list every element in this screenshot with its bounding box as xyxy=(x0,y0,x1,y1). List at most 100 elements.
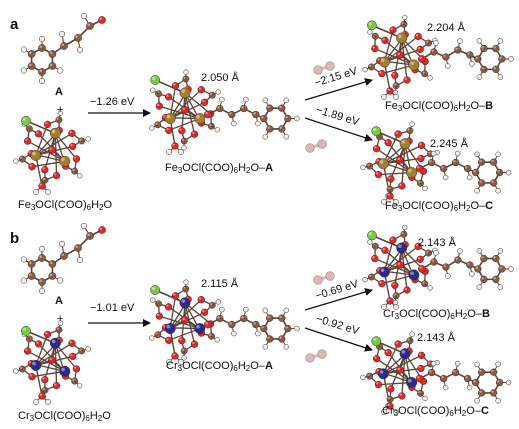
hydrogen-atom xyxy=(454,150,461,157)
plus-sign-b: + xyxy=(57,313,64,325)
hydrogen-atom xyxy=(495,397,501,404)
atom-highlight xyxy=(467,175,470,178)
hydrogen-atom xyxy=(20,256,27,263)
h2-atom xyxy=(317,139,327,149)
atom-highlight xyxy=(417,166,420,169)
metal-atom xyxy=(179,87,191,99)
hydrogen-atom xyxy=(442,174,449,181)
atom-highlight xyxy=(397,52,400,56)
hydrogen-atom xyxy=(45,189,51,195)
oxygen-atom xyxy=(396,156,404,164)
hydrogen-atom xyxy=(85,136,91,142)
atom-highlight xyxy=(166,304,169,307)
bond xyxy=(26,350,66,372)
atom-highlight xyxy=(192,341,195,345)
atom-highlight xyxy=(429,370,432,373)
atom-highlight xyxy=(387,298,390,301)
atom-highlight xyxy=(481,276,484,280)
oxygen-atom xyxy=(389,26,397,34)
carbon-atom xyxy=(228,110,236,119)
oxygen-atom xyxy=(417,141,426,150)
hydrogen-atom xyxy=(20,67,27,74)
atom-highlight xyxy=(216,300,219,302)
atom-highlight xyxy=(415,34,419,37)
oxygen-atom xyxy=(386,297,394,305)
atom-highlight xyxy=(407,378,412,383)
oxygen-atom xyxy=(415,374,424,383)
atom-highlight xyxy=(20,366,23,370)
h2-atom xyxy=(305,353,315,363)
atom-highlight xyxy=(374,146,377,149)
atom-highlight xyxy=(475,398,478,401)
bond xyxy=(401,37,408,81)
atom-highlight xyxy=(434,251,436,253)
atom-highlight xyxy=(496,398,499,401)
hydrogen-atom xyxy=(469,271,475,277)
atom-highlight xyxy=(467,385,470,388)
hydrogen-atom xyxy=(219,96,225,103)
bond xyxy=(158,315,201,330)
hydrogen-atom xyxy=(38,35,46,43)
carbon-atom xyxy=(216,314,224,323)
atom-highlight xyxy=(368,30,370,33)
atom-highlight xyxy=(431,361,434,364)
product-b-label-a: Fe3OCl(COO)6H2O–B xyxy=(385,100,494,113)
atom-highlight xyxy=(173,83,176,86)
carbon-atom xyxy=(427,158,436,167)
atom-highlight xyxy=(25,348,28,352)
atom-highlight xyxy=(401,22,404,25)
atom-highlight xyxy=(263,134,266,137)
hydrogen-atom xyxy=(454,360,461,367)
atom-highlight xyxy=(217,316,220,319)
oxygen-atom xyxy=(398,392,406,400)
hydrogen-atom xyxy=(393,199,399,205)
atom-highlight xyxy=(418,181,421,184)
hydrogen-atom xyxy=(76,256,84,264)
bond-length-intermediate-b: 2.115 Å xyxy=(201,278,239,290)
atom-highlight xyxy=(34,400,36,402)
hydrogen-atom xyxy=(505,379,512,386)
atom-highlight xyxy=(79,348,82,351)
atom-highlight xyxy=(215,338,218,340)
intermediate-a-substrate xyxy=(203,96,300,140)
carbon-atom xyxy=(27,62,36,70)
oxygen-atom xyxy=(417,351,426,360)
carbon-atom xyxy=(492,65,500,74)
carbon-atom xyxy=(477,158,486,166)
hydrogen-atom xyxy=(183,69,189,75)
atom-highlight xyxy=(455,257,458,260)
atom-highlight xyxy=(166,324,171,329)
oxygen-atom xyxy=(155,312,163,320)
atom-highlight xyxy=(72,168,75,172)
h2-atom xyxy=(325,271,335,281)
carbon-atom xyxy=(489,158,498,166)
atom-highlight xyxy=(458,249,460,251)
oxygen-atom xyxy=(372,145,381,153)
carbon-atom xyxy=(240,314,248,323)
atom-highlight xyxy=(87,233,90,237)
carbon-atom xyxy=(278,314,286,322)
oxygen-atom xyxy=(28,163,36,171)
atom-highlight xyxy=(232,121,234,124)
atom-highlight xyxy=(465,376,468,379)
oxygen-atom xyxy=(23,347,32,355)
oxygen-atom xyxy=(371,44,379,53)
hydrogen-atom xyxy=(13,158,19,164)
atom-highlight xyxy=(77,174,80,176)
atom-highlight xyxy=(395,341,399,345)
atom-highlight xyxy=(58,321,61,324)
oxygen-atom xyxy=(414,242,422,251)
carbon-atom xyxy=(442,53,450,61)
hydrogen-atom xyxy=(33,399,39,405)
reactant-a-molecule-a xyxy=(20,12,106,85)
oxygen-atom xyxy=(396,366,404,374)
atom-highlight xyxy=(388,176,391,179)
atom-highlight xyxy=(99,17,102,20)
hydrogen-atom xyxy=(149,125,155,131)
atom-highlight xyxy=(78,258,80,260)
atom-highlight xyxy=(369,64,372,67)
atom-highlight xyxy=(215,128,218,130)
chlorine-atom xyxy=(150,285,161,295)
atom-highlight xyxy=(155,122,158,125)
lower-arrow-b xyxy=(304,327,373,352)
